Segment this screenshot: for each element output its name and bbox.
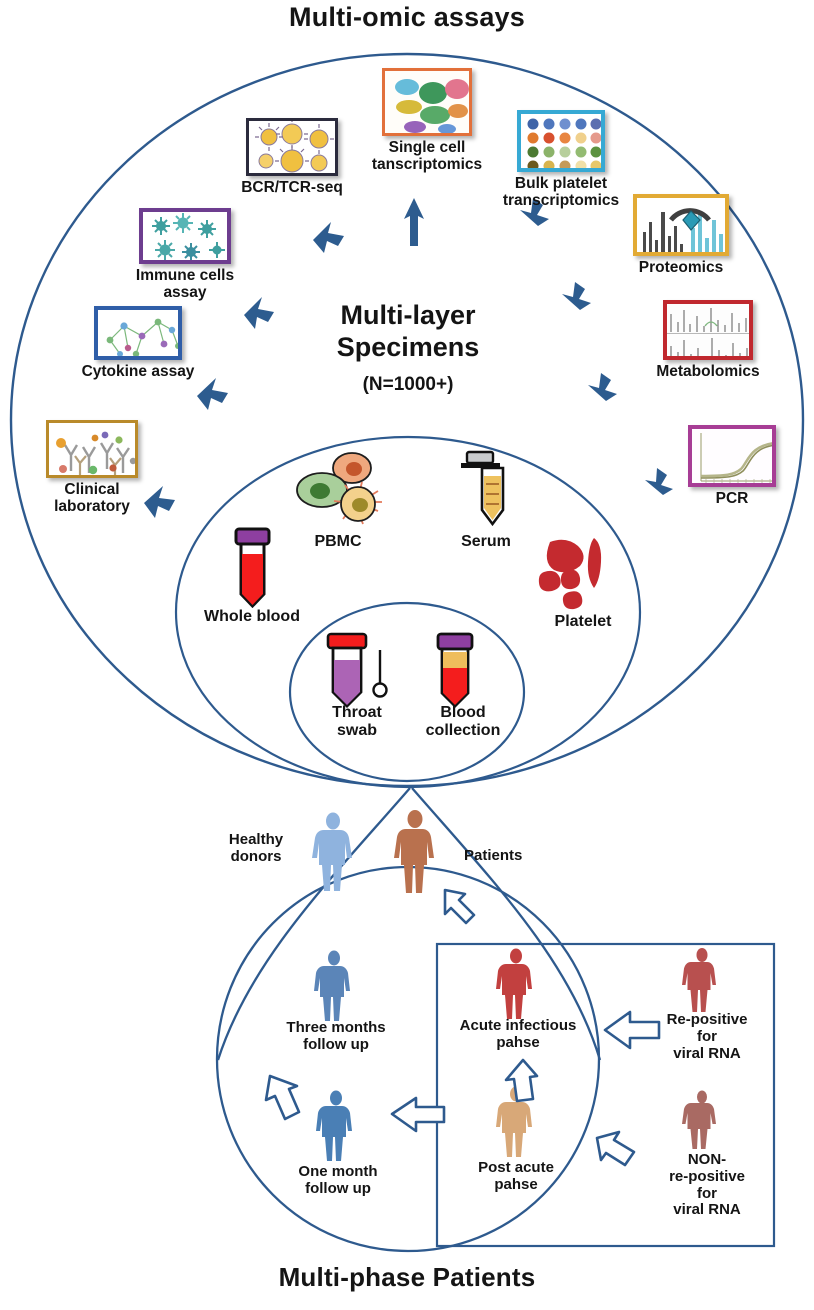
post-acute-figure <box>496 1086 532 1157</box>
person-one-month-followup <box>312 1090 364 1162</box>
specimen-whole-blood[interactable]: Whole blood <box>196 524 308 626</box>
assay-label: PCR <box>715 490 749 507</box>
clinical-laboratory-thumbnail <box>46 420 138 478</box>
assay-proteomics[interactable]: Proteomics <box>626 194 736 277</box>
arrow-to-immune-cells <box>244 297 274 329</box>
arrow-to-cytokine <box>197 378 228 410</box>
metabolomics-thumbnail <box>663 300 753 360</box>
acute-infectious-label: Acute infectious pahse <box>459 1017 577 1051</box>
throat-swab-icon <box>326 632 388 708</box>
assay-cytokine-assay[interactable]: Cytokine assay <box>72 306 204 381</box>
proteomics-thumbnail <box>633 194 729 256</box>
person-acute-infectious <box>492 948 544 1020</box>
assay-label: Proteomics <box>638 259 724 276</box>
bulk-platelet-transcriptomics-thumbnail <box>517 110 605 172</box>
assay-clinical-laboratory[interactable]: Clinical laboratory <box>34 420 150 515</box>
assay-label: Metabolomics <box>656 363 760 380</box>
assay-label: BCR/TCR-seq <box>241 179 343 196</box>
blood-collection-icon <box>436 632 474 708</box>
specimen-label: Platelet <box>554 613 612 630</box>
cytokine-assay-thumbnail <box>94 306 182 360</box>
center-heading-line1: Multi-layer <box>340 300 476 330</box>
arrow-to-metabolomics <box>588 373 617 401</box>
arrow-post-acute-to-one-month <box>390 1096 446 1133</box>
specimen-throat-swab[interactable]: Throat swab <box>306 630 408 739</box>
arrow-one-month-to-three-months <box>264 1074 301 1121</box>
page-title-top: Multi-omic assays <box>289 2 525 32</box>
person-patient <box>386 810 444 896</box>
sample-size-label: (N=1000+) <box>362 373 454 395</box>
arrow-patient-to-acute <box>443 888 476 925</box>
one-month-followup-label: One month follow up <box>298 1163 378 1197</box>
repositive-figure <box>682 948 716 1012</box>
three-months-figure <box>314 950 350 1021</box>
person-repositive <box>680 948 732 1014</box>
assay-label: Cytokine assay <box>81 363 195 380</box>
assay-label: Single cell tanscriptomics <box>371 139 483 173</box>
person-three-months-followup <box>310 950 362 1022</box>
pcr-thumbnail <box>688 425 776 487</box>
acute-infectious-figure <box>496 948 532 1019</box>
pbmc-icon <box>296 452 382 525</box>
repositive-label: Re-positive for viral RNA <box>666 1011 748 1062</box>
post-acute-label: Post acute pahse <box>478 1159 554 1193</box>
arrow-post-acute-to-non-repositive <box>595 1130 636 1167</box>
patients-label: Patients <box>464 847 523 864</box>
serum-icon <box>461 450 505 527</box>
non-repositive-label: NON- re-positive for viral RNA <box>669 1151 745 1219</box>
platelet-icon <box>538 538 602 610</box>
whole-blood-icon <box>234 527 271 608</box>
center-heading: Multi-layer Specimens (N=1000+) <box>274 300 542 396</box>
bcr-tcr-seq-thumbnail <box>246 118 338 176</box>
patient-figure <box>394 810 434 893</box>
specimen-label: Serum <box>461 533 511 550</box>
specimen-blood-collection[interactable]: Blood collection <box>408 630 518 739</box>
arrow-to-pcr <box>645 468 673 495</box>
specimen-label: PBMC <box>314 533 362 550</box>
center-heading-line2: Specimens <box>336 331 480 362</box>
assay-label: Clinical laboratory <box>54 481 130 515</box>
arrow-to-proteomics <box>562 282 591 310</box>
assay-immune-cells-assay[interactable]: Immune cells assay <box>126 208 244 301</box>
specimen-label: Throat swab <box>332 704 382 739</box>
specimen-label: Blood collection <box>425 704 501 739</box>
healthy-donors-label: Healthy donors <box>228 831 284 865</box>
specimen-platelet[interactable]: Platelet <box>528 534 638 631</box>
non-repositive-figure <box>682 1090 716 1149</box>
assay-metabolomics[interactable]: Metabolomics <box>646 300 770 381</box>
assay-pcr[interactable]: PCR <box>686 425 778 508</box>
person-post-acute <box>492 1086 544 1158</box>
person-non-repositive <box>680 1090 732 1152</box>
page-title-bottom: Multi-phase Patients <box>278 1262 536 1292</box>
healthy-donor-figure <box>312 812 352 891</box>
arrow-to-bcr-tcr <box>313 222 344 253</box>
specimen-serum[interactable]: Serum <box>440 448 532 551</box>
specimen-label: Whole blood <box>204 608 300 625</box>
one-month-figure <box>316 1090 352 1161</box>
assay-label: Bulk platelet transcriptomics <box>502 175 620 209</box>
single-cell-transcriptomics-thumbnail <box>382 68 472 136</box>
assay-bcr-tcr-seq[interactable]: BCR/TCR-seq <box>237 118 347 197</box>
immune-cells-assay-thumbnail <box>139 208 231 264</box>
assay-bulk-platelet-transcriptomics[interactable]: Bulk platelet transcriptomics <box>497 110 625 209</box>
assay-single-cell-transcriptomics[interactable]: Single cell tanscriptomics <box>362 68 492 173</box>
assay-label: Immune cells assay <box>135 267 235 301</box>
specimen-pbmc[interactable]: PBMC <box>290 450 386 551</box>
arrow-to-single-cell <box>404 198 424 246</box>
person-healthy-donor <box>304 812 362 894</box>
three-months-followup-label: Three months follow up <box>286 1019 386 1053</box>
